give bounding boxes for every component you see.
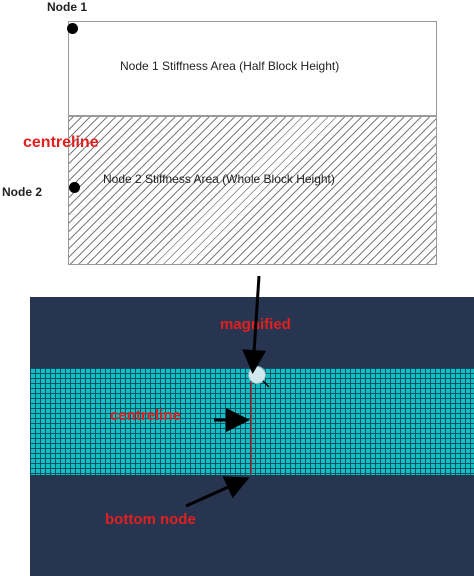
node1-area-label: Node 1 Stiffness Area (Half Block Height… <box>120 59 340 73</box>
magnified-pointer-tick <box>262 380 270 388</box>
node2-label: Node 2 <box>2 185 43 199</box>
mesh-centreline-label: centreline <box>110 407 181 424</box>
arrow-to-magnified <box>242 275 267 374</box>
mesh-band <box>30 368 474 475</box>
node1-label: Node 1 <box>47 0 88 14</box>
bottom-node-label: bottom node <box>105 511 196 528</box>
node2-stiffness-area <box>68 116 437 265</box>
node1-stiffness-area <box>68 21 437 116</box>
node1-marker <box>67 23 78 34</box>
mesh-centreline <box>251 376 252 474</box>
node2-area-label: Node 2 Stiffness Area (Whole Block Heigh… <box>103 172 335 186</box>
node2-marker <box>69 182 80 193</box>
arrow-to-bottom-node <box>185 476 250 508</box>
schematic-centreline-label: centreline <box>23 134 99 151</box>
